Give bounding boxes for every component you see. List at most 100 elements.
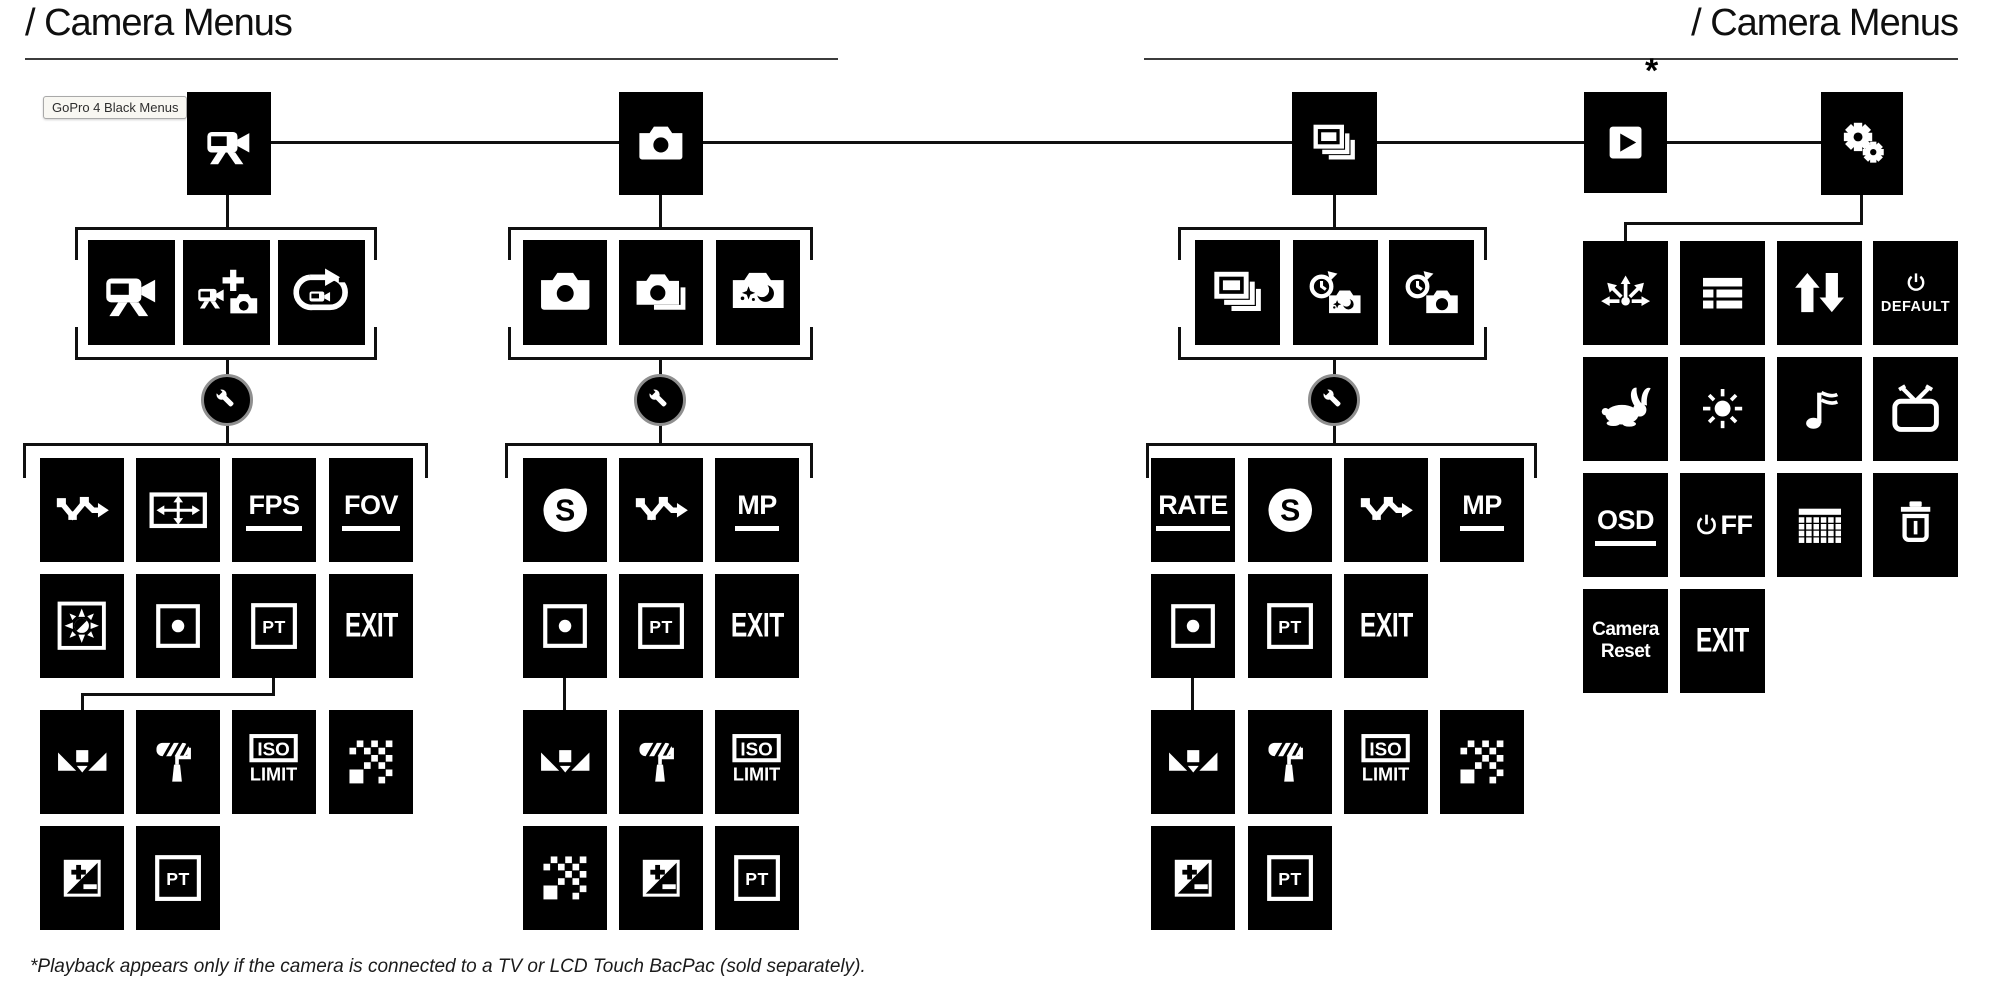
default-mode-label: DEFAULT	[1881, 271, 1950, 315]
color-profile-tile[interactable]	[136, 710, 220, 814]
video-tile[interactable]	[88, 240, 175, 345]
svg-text:LIMIT: LIMIT	[1362, 765, 1409, 785]
protune-tile[interactable]: PT	[715, 826, 799, 930]
spot-meter-tile[interactable]	[1151, 574, 1235, 678]
burst-tile[interactable]	[1195, 240, 1280, 345]
orientation-tile[interactable]	[1583, 241, 1668, 345]
video-mode-tile[interactable]	[187, 92, 271, 195]
gopro-model-badge[interactable]: GoPro 4 Black Menus	[43, 96, 188, 119]
interval-tile[interactable]	[619, 458, 703, 562]
interval-tile[interactable]	[1344, 458, 1428, 562]
photo-camera-icon	[634, 117, 688, 171]
ev-comp-tile[interactable]	[40, 826, 124, 930]
protune-tile[interactable]: PT	[136, 826, 220, 930]
music-note-tile[interactable]	[1777, 357, 1862, 461]
svg-text:S: S	[1280, 494, 1300, 527]
music-note-icon	[1789, 378, 1850, 439]
photo-wrench-icon[interactable]	[634, 374, 686, 426]
ev-comp-icon	[1163, 848, 1223, 908]
multishot-wrench-icon[interactable]	[1308, 374, 1360, 426]
iso-limit-icon: ISO LIMIT	[1352, 728, 1419, 795]
white-balance-tile[interactable]	[1151, 710, 1235, 814]
shutter-tile[interactable]: S	[1248, 458, 1332, 562]
night-lapse-icon	[1305, 262, 1366, 323]
video-plus-photo-tile[interactable]	[183, 240, 270, 345]
time-lapse-tile[interactable]	[1389, 240, 1474, 345]
interval-icon	[1356, 480, 1416, 540]
protune-tile[interactable]: PT	[619, 574, 703, 678]
color-profile-tile[interactable]	[1248, 710, 1332, 814]
default-mode-tile[interactable]: DEFAULT	[1873, 241, 1958, 345]
gears-icon	[1836, 117, 1888, 169]
up-down-tile[interactable]	[1777, 241, 1862, 345]
multishot-mode-tile[interactable]	[1292, 92, 1377, 195]
video-protune-elbow-v1	[272, 677, 275, 696]
ev-comp-tile[interactable]	[1151, 826, 1235, 930]
exit-tile[interactable]: EXIT	[1344, 574, 1428, 678]
mp-label: MP	[735, 490, 779, 531]
resolution-icon	[148, 480, 208, 540]
looping-video-tile[interactable]	[278, 240, 365, 345]
fov-tile[interactable]: FOV	[329, 458, 413, 562]
spot-meter-tile[interactable]	[523, 574, 607, 678]
video-modes-bracket	[75, 227, 377, 360]
continuous-photo-tile[interactable]	[619, 240, 703, 345]
spot-meter-icon	[1167, 600, 1219, 652]
ev-comp-tile[interactable]	[619, 826, 703, 930]
video-wrench-icon[interactable]	[201, 374, 253, 426]
spot-meter-tile[interactable]	[136, 574, 220, 678]
page-title-left: / Camera Menus	[25, 2, 293, 44]
sharpness-tile[interactable]	[1440, 710, 1524, 814]
mp-tile[interactable]: MP	[1440, 458, 1524, 562]
protune-tile[interactable]: PT	[1248, 826, 1332, 930]
interval-tile[interactable]	[40, 458, 124, 562]
power-icon	[1693, 512, 1720, 539]
night-lapse-tile[interactable]	[1293, 240, 1378, 345]
exit-tile[interactable]: EXIT	[329, 574, 413, 678]
protune-tile[interactable]: PT	[232, 574, 316, 678]
header-rule-left	[25, 58, 838, 60]
rabbit-tile[interactable]	[1583, 357, 1668, 461]
night-photo-tile[interactable]	[716, 240, 800, 345]
white-balance-tile[interactable]	[523, 710, 607, 814]
video-plus-photo-icon	[195, 261, 258, 324]
fov-label: FOV	[341, 490, 400, 531]
shutter-tile[interactable]: S	[523, 458, 607, 562]
spot-meter-icon	[152, 600, 204, 652]
status-table-tile[interactable]	[1680, 241, 1765, 345]
tv-tile[interactable]	[1873, 357, 1958, 461]
low-light-tile[interactable]	[40, 574, 124, 678]
brightness-tile[interactable]	[1680, 357, 1765, 461]
mp-label: MP	[1460, 490, 1504, 531]
calendar-tile[interactable]	[1777, 473, 1862, 577]
white-balance-tile[interactable]	[40, 710, 124, 814]
mp-tile[interactable]: MP	[715, 458, 799, 562]
exit-tile[interactable]: EXIT	[1680, 589, 1765, 693]
playback-mode-tile[interactable]	[1584, 92, 1667, 193]
exit-label: EXIT	[730, 606, 784, 645]
photo-mode-tile[interactable]	[619, 92, 703, 195]
svg-text:ISO: ISO	[1370, 739, 1402, 760]
auto-off-tile[interactable]: FF	[1680, 473, 1765, 577]
svg-text:PT: PT	[166, 869, 190, 889]
exit-tile[interactable]: EXIT	[715, 574, 799, 678]
protune-tile[interactable]: PT	[1248, 574, 1332, 678]
fps-tile[interactable]: FPS	[232, 458, 316, 562]
sharpness-tile[interactable]	[523, 826, 607, 930]
osd-tile[interactable]: OSD	[1583, 473, 1668, 577]
trash-tile[interactable]	[1873, 473, 1958, 577]
rate-tile[interactable]: RATE	[1151, 458, 1235, 562]
color-profile-tile[interactable]	[619, 710, 703, 814]
setup-mode-tile[interactable]	[1821, 92, 1903, 195]
setup-elbow-v2	[1624, 222, 1627, 245]
sharpness-tile[interactable]	[329, 710, 413, 814]
iso-limit-tile[interactable]: ISO LIMIT	[1344, 710, 1428, 814]
resolution-tile[interactable]	[136, 458, 220, 562]
single-photo-tile[interactable]	[523, 240, 607, 345]
